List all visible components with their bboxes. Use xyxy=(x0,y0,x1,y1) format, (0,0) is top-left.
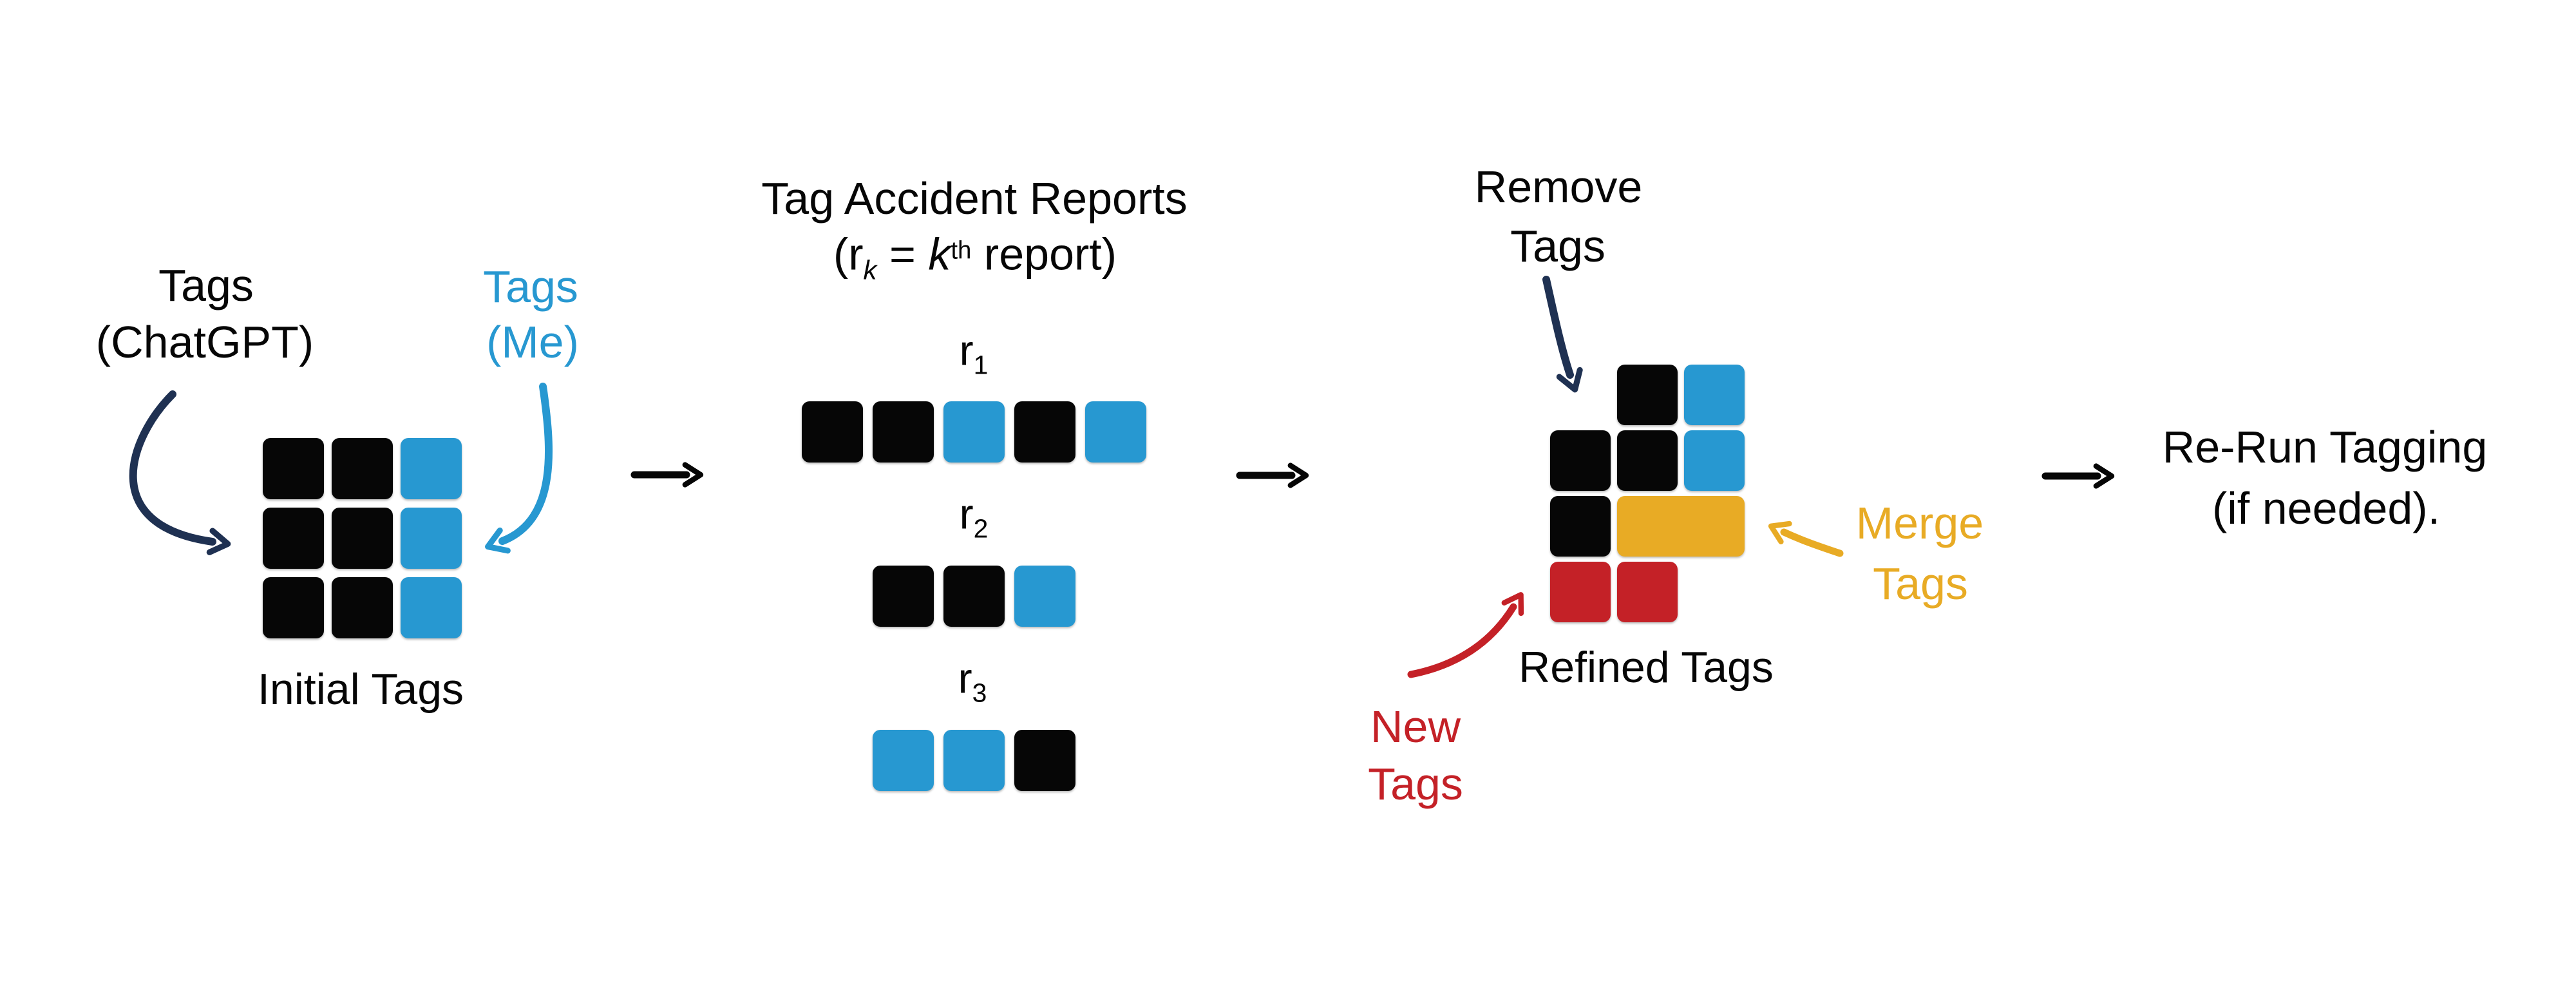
tag-square-black xyxy=(1550,430,1611,491)
new-tags-arrow xyxy=(1407,592,1524,678)
tag-square-red xyxy=(1617,562,1678,622)
merge-tags-label-line2: Tags xyxy=(1873,558,1968,609)
tag-square-black xyxy=(873,566,934,627)
tag-square-blue xyxy=(1014,566,1075,627)
tag-square-black xyxy=(943,566,1005,627)
reports-title: Tag Accident Reports xyxy=(761,173,1188,224)
tag-square-black xyxy=(263,508,324,569)
tag-square-black xyxy=(1550,496,1611,557)
tag-square-black xyxy=(1617,365,1678,425)
new-tags-label-line2: Tags xyxy=(1368,759,1463,809)
merge-tags-arrow xyxy=(1768,520,1844,557)
reports-subtitle: (rk = kth report) xyxy=(833,229,1117,285)
report-1-label: r1 xyxy=(959,326,989,380)
report-2-label: r2 xyxy=(959,490,989,544)
tag-square-blue xyxy=(401,577,462,638)
tag-square-blue xyxy=(1684,365,1745,425)
report-3-label: r3 xyxy=(958,654,987,708)
tag-square-black xyxy=(1014,730,1075,791)
tag-square-black xyxy=(1617,430,1678,491)
tag-square-blue xyxy=(873,730,934,791)
tag-square-blue xyxy=(943,401,1005,463)
tag-square-blue xyxy=(943,730,1005,791)
tag-square-black xyxy=(802,401,863,463)
tags-chatgpt-label-line2: (ChatGPT) xyxy=(95,317,314,367)
tag-square-black xyxy=(263,438,324,499)
rerun-tagging-label-line1: Re-Run Tagging xyxy=(2162,422,2488,472)
tag-square-black xyxy=(1014,401,1075,463)
tag-square-blue xyxy=(401,508,462,569)
tag-square-orange xyxy=(1617,496,1745,557)
tag-square-red xyxy=(1550,562,1611,622)
tag-square-blue xyxy=(1085,401,1146,463)
rerun-tagging-label-line2: (if needed). xyxy=(2211,483,2441,533)
chatgpt-tags-arrow xyxy=(129,390,231,555)
tag-square-black xyxy=(332,508,393,569)
remove-tags-label-line1: Remove xyxy=(1474,162,1643,212)
merge-tags-label-line1: Merge xyxy=(1855,498,1984,548)
refined-tags-caption: Refined Tags xyxy=(1519,643,1774,692)
remove-tags-label-line2: Tags xyxy=(1510,221,1605,271)
tag-square-black xyxy=(332,438,393,499)
tag-square-black xyxy=(332,577,393,638)
new-tags-label-line1: New xyxy=(1370,701,1461,752)
tags-me-label-line1: Tags xyxy=(483,262,578,312)
remove-tags-arrow xyxy=(1542,276,1583,393)
me-tags-arrow xyxy=(485,383,553,554)
initial-tags-caption: Initial Tags xyxy=(257,665,464,714)
tag-square-black xyxy=(263,577,324,638)
tag-square-blue xyxy=(1684,430,1745,491)
tags-me-label-line2: (Me) xyxy=(486,317,579,367)
tag-square-blue xyxy=(401,438,462,499)
tags-chatgpt-label-line1: Tags xyxy=(158,260,254,310)
tag-square-black xyxy=(873,401,934,463)
